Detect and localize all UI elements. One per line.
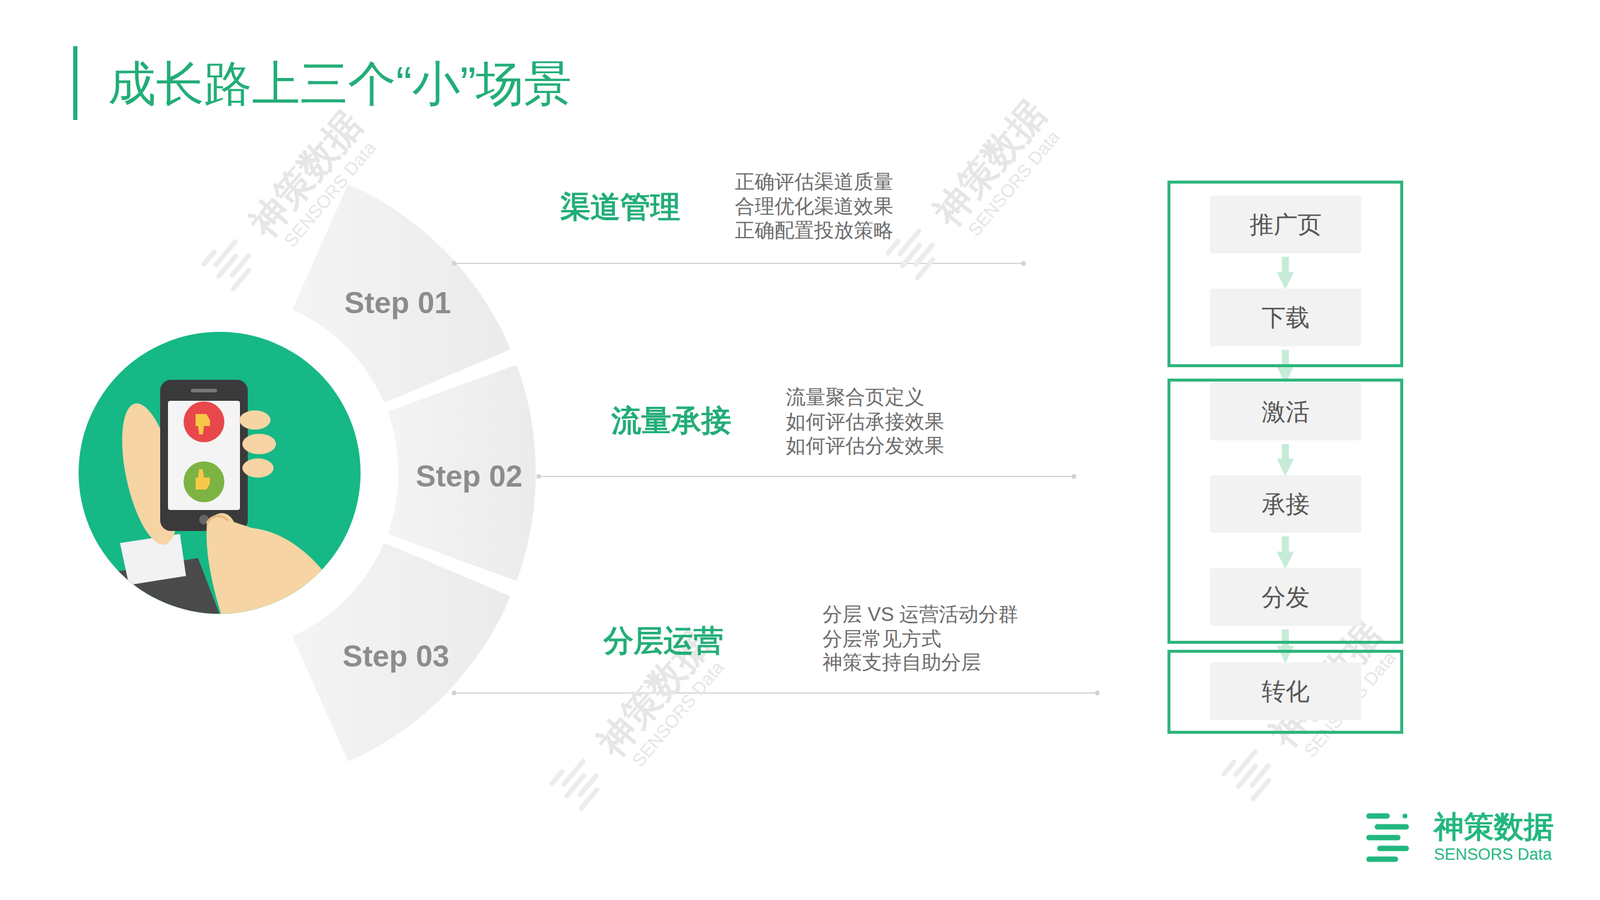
watermark-icon [887,224,942,279]
section-note: 合理优化渠道效果 [734,194,894,219]
logo-text: 神策数据 [1433,808,1554,845]
box-label: 分发 [1261,582,1310,612]
step-label: Step 03 [342,638,450,675]
watermark-stripe [203,251,215,264]
step-segment: Step 03 [337,635,455,677]
flow-step-box: 推广页 [1210,195,1362,254]
watermark-icon [551,755,606,809]
watermark-stripe [917,259,933,278]
section-heading: 渠道管理 [560,188,681,225]
section-note: 正确评估渠道质量 [734,169,894,194]
watermark-stripe [887,241,899,254]
flow-arrow [1282,443,1290,466]
ring-segment [292,543,510,761]
watermark-icon [203,235,258,290]
flow-step-box: 承接 [1210,475,1362,533]
box-label: 承接 [1261,489,1310,519]
flow-arrow [1282,536,1290,559]
slide-title: 成长路上三个“小”场景 [107,55,572,113]
stage-group-box: 转化 [1167,649,1404,734]
watermark-stripe [581,789,597,809]
logo-text: SENSORS Data [1433,844,1553,864]
flow-arrow [1282,349,1290,374]
section-note: 分层 VS 运营活动分群 [822,602,1019,627]
stage-group-box: 推广页下载 [1167,180,1404,368]
ring-segment [388,365,536,581]
section-heading: 分层运营 [603,622,724,659]
section-note: 如何评估分发效果 [785,433,945,458]
box-label: 下载 [1261,302,1310,332]
stage-group-box: 激活承接分发 [1167,378,1404,644]
section-note: 神策支持自助分层 [822,650,981,675]
flow-step-box: 分发 [1210,568,1362,626]
watermark-icon [203,224,1278,809]
heading-rule [452,261,1100,695]
flow-step-box: 转化 [1210,662,1362,720]
logo-icon [1369,813,1408,860]
section-note: 如何评估承接效果 [785,409,945,434]
watermark-stripe [233,269,249,289]
box-label: 转化 [1261,676,1310,706]
flow-step-box: 下载 [1210,288,1362,347]
step-segment: Step 02 [410,455,528,497]
section-heading: 流量承接 [611,402,732,439]
section-note: 正确配置投放策略 [734,218,894,243]
box-label: 推广页 [1249,209,1322,239]
title-bar [73,46,78,120]
watermark-stripe [1253,779,1269,799]
step-label: Step 02 [415,458,523,495]
flow-arrow [1282,256,1290,279]
phone-illustration [78,331,361,648]
section-note: 流量聚合页定义 [785,385,925,410]
box-label: 激活 [1261,397,1310,426]
section-note: 分层常见方式 [822,626,942,651]
flow-step-box: 激活 [1210,382,1362,441]
watermark-stripe [551,771,563,784]
watermark-stripe [1223,761,1235,774]
step-segment: Step 01 [339,282,456,324]
ring-segment [292,184,510,402]
step-label: Step 01 [344,284,452,321]
watermark-icon [1223,745,1278,800]
